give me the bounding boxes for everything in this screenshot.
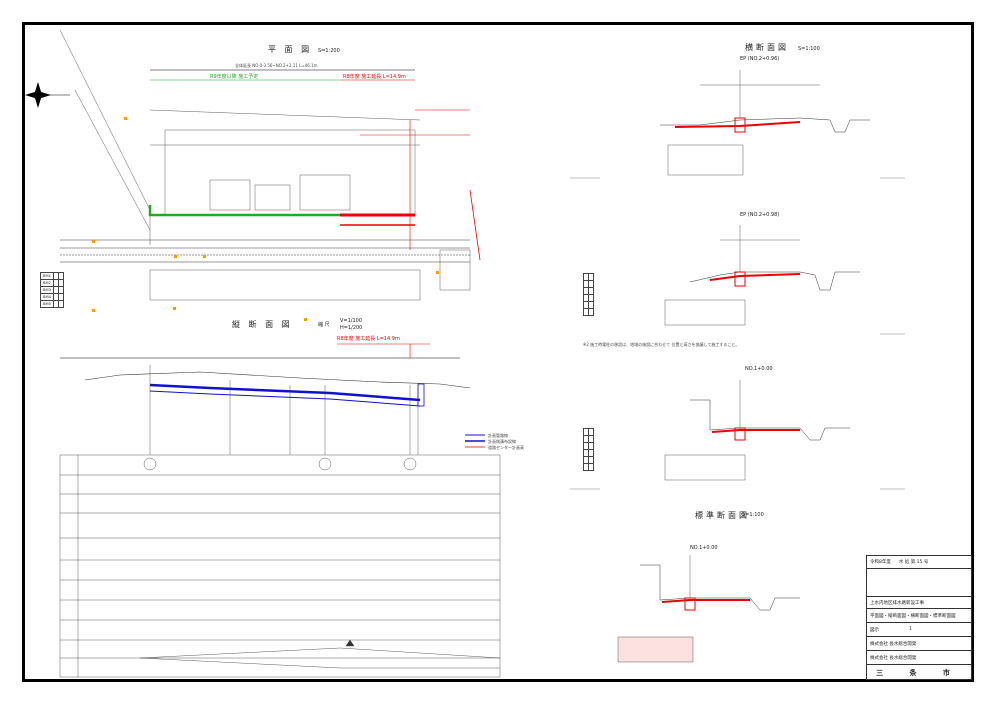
profile-data-grid <box>59 454 501 678</box>
profile-scale-label: 縮 尺 <box>318 321 330 328</box>
tb-company2-row: 株式会社 長水総合開発 <box>867 650 971 664</box>
profile-scale-h: H=1/200 <box>340 325 362 331</box>
survey-markers <box>92 117 439 321</box>
profile-verticals <box>149 365 419 455</box>
construction-note: ※2 施工時電柱の移設は、地域の施設に合わせて 位置と高さを協議して施工すること… <box>583 341 739 347</box>
tb-city-row: 三 条 市 <box>867 664 971 681</box>
total-length-label: 全体延長 NO.0-3.56~NO.2+2.11 L=46.1m <box>235 62 318 68</box>
section-4 <box>617 555 800 663</box>
tb-scale-row: 図示 1 <box>867 622 971 636</box>
section-3-table <box>583 428 594 471</box>
plan-scale: S=1:200 <box>318 48 340 54</box>
red-route <box>340 109 481 261</box>
plan-title: 平 面 図 <box>268 45 312 54</box>
green-route <box>148 205 340 217</box>
leader-lines <box>570 177 905 490</box>
section-1-label: EP (NO.2+0.96) <box>740 56 779 62</box>
profile-red-label: R8年度 施工延長 L=14.9m <box>337 335 400 342</box>
tb-drawing: 平面図・縦断面図・横断面図・標準断面図 <box>870 613 956 619</box>
green-length-label: R9年度以降 施工予定 <box>210 73 258 80</box>
parcels <box>59 29 471 301</box>
svg-text:道路センター計画高: 道路センター計画高 <box>488 444 524 450</box>
section-4-label: NO.1+0.00 <box>690 545 718 551</box>
tb-project-row: 上水内地区排水路新設工事 <box>867 596 971 608</box>
profile-pipe <box>149 383 421 407</box>
north-arrow-icon <box>25 82 70 108</box>
tb-company2: 株式会社 長水総合開発 <box>870 655 917 661</box>
svg-text:計画管路線: 計画管路線 <box>488 432 508 438</box>
section-3-label: NO.1+0.00 <box>745 366 773 372</box>
tb-project: 上水内地区排水路新設工事 <box>870 600 924 606</box>
tb-sheet: 1 <box>909 627 912 632</box>
section-1 <box>660 70 870 176</box>
tb-work-no: 水 処 第 15 号 <box>898 560 929 565</box>
sheet-border <box>22 22 974 682</box>
title-block: 令和8年度 水 処 第 15 号 上水内地区排水路新設工事 平面図・縦断面図・横… <box>866 555 972 680</box>
cross-scale: S=1:100 <box>798 46 820 52</box>
section-2-table <box>583 273 594 316</box>
survey-table: BM1 BM2 BM3 BM4 BM5 <box>40 272 64 308</box>
section-2-label: EP (NO.2+0.98) <box>740 212 779 218</box>
red-length-label: R8年度 施工延長 L=14.9m <box>343 73 406 80</box>
tb-company1-row: 株式会社 長水総合開発 <box>867 636 971 650</box>
section-3 <box>664 380 850 481</box>
tb-company1: 株式会社 長水総合開発 <box>870 641 917 647</box>
standard-title: 標準断面図 <box>695 510 750 520</box>
tb-scale: 図示 <box>870 627 879 633</box>
tb-year: 令和8年度 <box>870 560 891 565</box>
road-lines <box>60 239 470 263</box>
tb-year-row: 令和8年度 水 処 第 15 号 <box>867 556 971 568</box>
tb-city: 三 条 市 <box>876 669 962 677</box>
section-2 <box>664 225 860 326</box>
tb-drawing-row: 平面図・縦断面図・横断面図・標準断面図 <box>867 608 971 622</box>
profile-scale-v: V=1/100 <box>340 318 362 324</box>
profile-legend: 計画管路線 計画側溝布設線 道路センター計画高 <box>465 432 524 450</box>
cross-title: 横断面図 <box>745 42 789 52</box>
svg-text:計画側溝布設線: 計画側溝布設線 <box>488 438 516 444</box>
tb-location-row <box>867 568 971 596</box>
standard-scale: S=1:100 <box>742 512 764 518</box>
profile-title: 縦 断 面 図 <box>232 319 293 329</box>
